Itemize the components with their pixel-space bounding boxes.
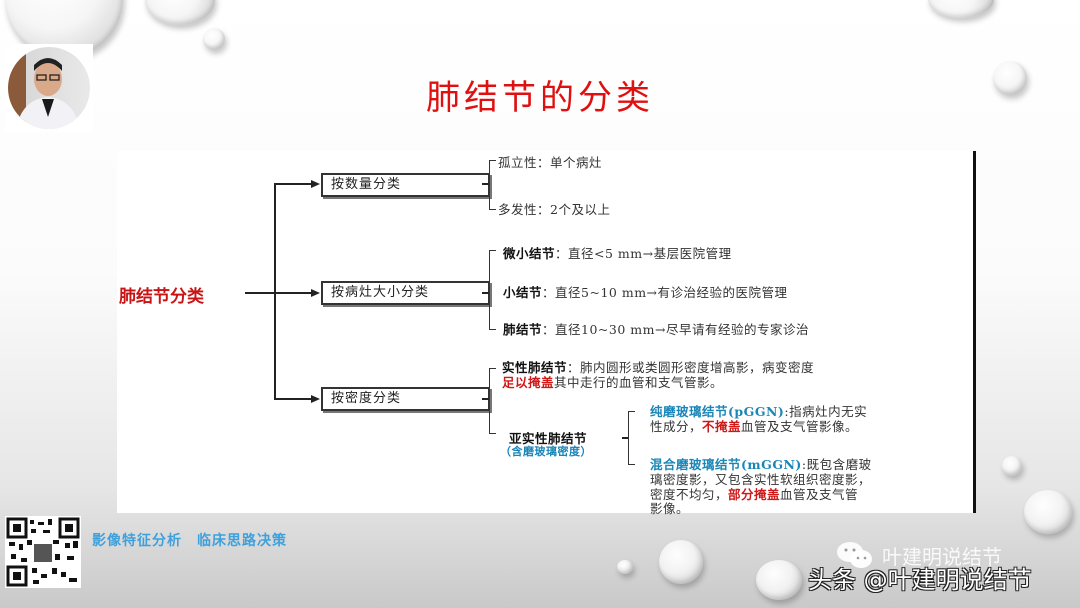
subsolid-item-mggn-line4: 影像。 xyxy=(650,501,690,516)
presenter-photo xyxy=(8,47,90,129)
toutiao-watermark: 头条 @叶建明说结节 xyxy=(808,566,1032,594)
count-item-multiple: 多发性：2个及以上 xyxy=(498,202,611,217)
density-item-solid: 实性肺结节：肺内圆形或类圆形密度增高影，病变密度 xyxy=(502,360,815,375)
subsolid-item-pggn-line2: 性成分，不掩盖血管及支气管影像。 xyxy=(650,419,859,434)
subsolid-item-mggn-line2: 璃密度影，又包含实性软组织密度影， xyxy=(650,472,872,487)
water-drop-decoration xyxy=(659,540,703,584)
connector-line xyxy=(245,292,275,294)
subsolid-item-pggn: 纯磨玻璃结节(pGGN):指病灶内无实 xyxy=(650,404,868,419)
water-drop-decoration xyxy=(203,28,225,50)
density-item-subsolid: 亚实性肺结节 xyxy=(509,431,588,446)
wechat-watermark: 叶建明说结节 xyxy=(882,545,1002,569)
water-drop-decoration xyxy=(756,560,802,600)
connector-line xyxy=(274,183,312,185)
category-box-by-count: 按数量分类 xyxy=(321,173,490,197)
arrow-icon xyxy=(311,180,320,188)
qr-code-icon xyxy=(6,517,80,587)
category-box-by-size: 按病灶大小分类 xyxy=(321,281,490,305)
subsolid-item-mggn: 混合磨玻璃结节(mGGN):既包含磨玻 xyxy=(650,457,872,472)
diagram-panel xyxy=(117,151,975,513)
presenter-avatar xyxy=(5,44,93,132)
diagram-root-label: 肺结节分类 xyxy=(119,287,204,307)
size-item-nodule: 肺结节：直径10~30 mm→尽早请有经验的专家诊治 xyxy=(503,322,809,337)
water-drop-decoration xyxy=(928,0,994,18)
bracket xyxy=(628,411,635,465)
water-drop-decoration xyxy=(617,560,633,574)
connector-line xyxy=(482,398,490,400)
slide-title: 肺结节的分类 xyxy=(426,78,654,118)
size-item-micro: 微小结节：直径<5 mm→基层医院管理 xyxy=(503,246,732,261)
panel-border xyxy=(973,151,976,513)
qr-code xyxy=(5,516,81,588)
connector-line xyxy=(482,292,490,294)
water-drop-decoration xyxy=(145,0,215,25)
person-icon xyxy=(16,58,80,129)
connector-line xyxy=(482,183,490,185)
connector-line xyxy=(276,292,312,294)
water-drop-decoration xyxy=(1002,456,1022,476)
category-box-by-density: 按密度分类 xyxy=(321,387,490,411)
arrow-icon xyxy=(311,395,320,403)
connector-line xyxy=(622,437,628,439)
subsolid-item-mggn-line3: 密度不均匀，部分掩盖血管及支气管 xyxy=(650,487,859,502)
bracket xyxy=(489,160,496,210)
density-item-subsolid-note: （含磨玻璃密度） xyxy=(500,445,592,458)
water-drop-decoration xyxy=(993,61,1027,95)
size-item-small: 小结节：直径5~10 mm→有诊治经验的医院管理 xyxy=(503,285,788,300)
bracket xyxy=(489,368,496,434)
count-item-solitary: 孤立性：单个病灶 xyxy=(498,155,603,170)
connector-line xyxy=(274,183,276,399)
density-item-solid-line2: 足以掩盖其中走行的血管和支气管影。 xyxy=(502,375,724,390)
water-drop-decoration xyxy=(1024,490,1072,534)
bracket xyxy=(489,250,496,330)
arrow-icon xyxy=(311,289,320,297)
wechat-icon xyxy=(837,542,872,568)
footer-slogan: 影像特征分析 临床思路决策 xyxy=(92,533,287,549)
connector-line xyxy=(274,398,312,400)
